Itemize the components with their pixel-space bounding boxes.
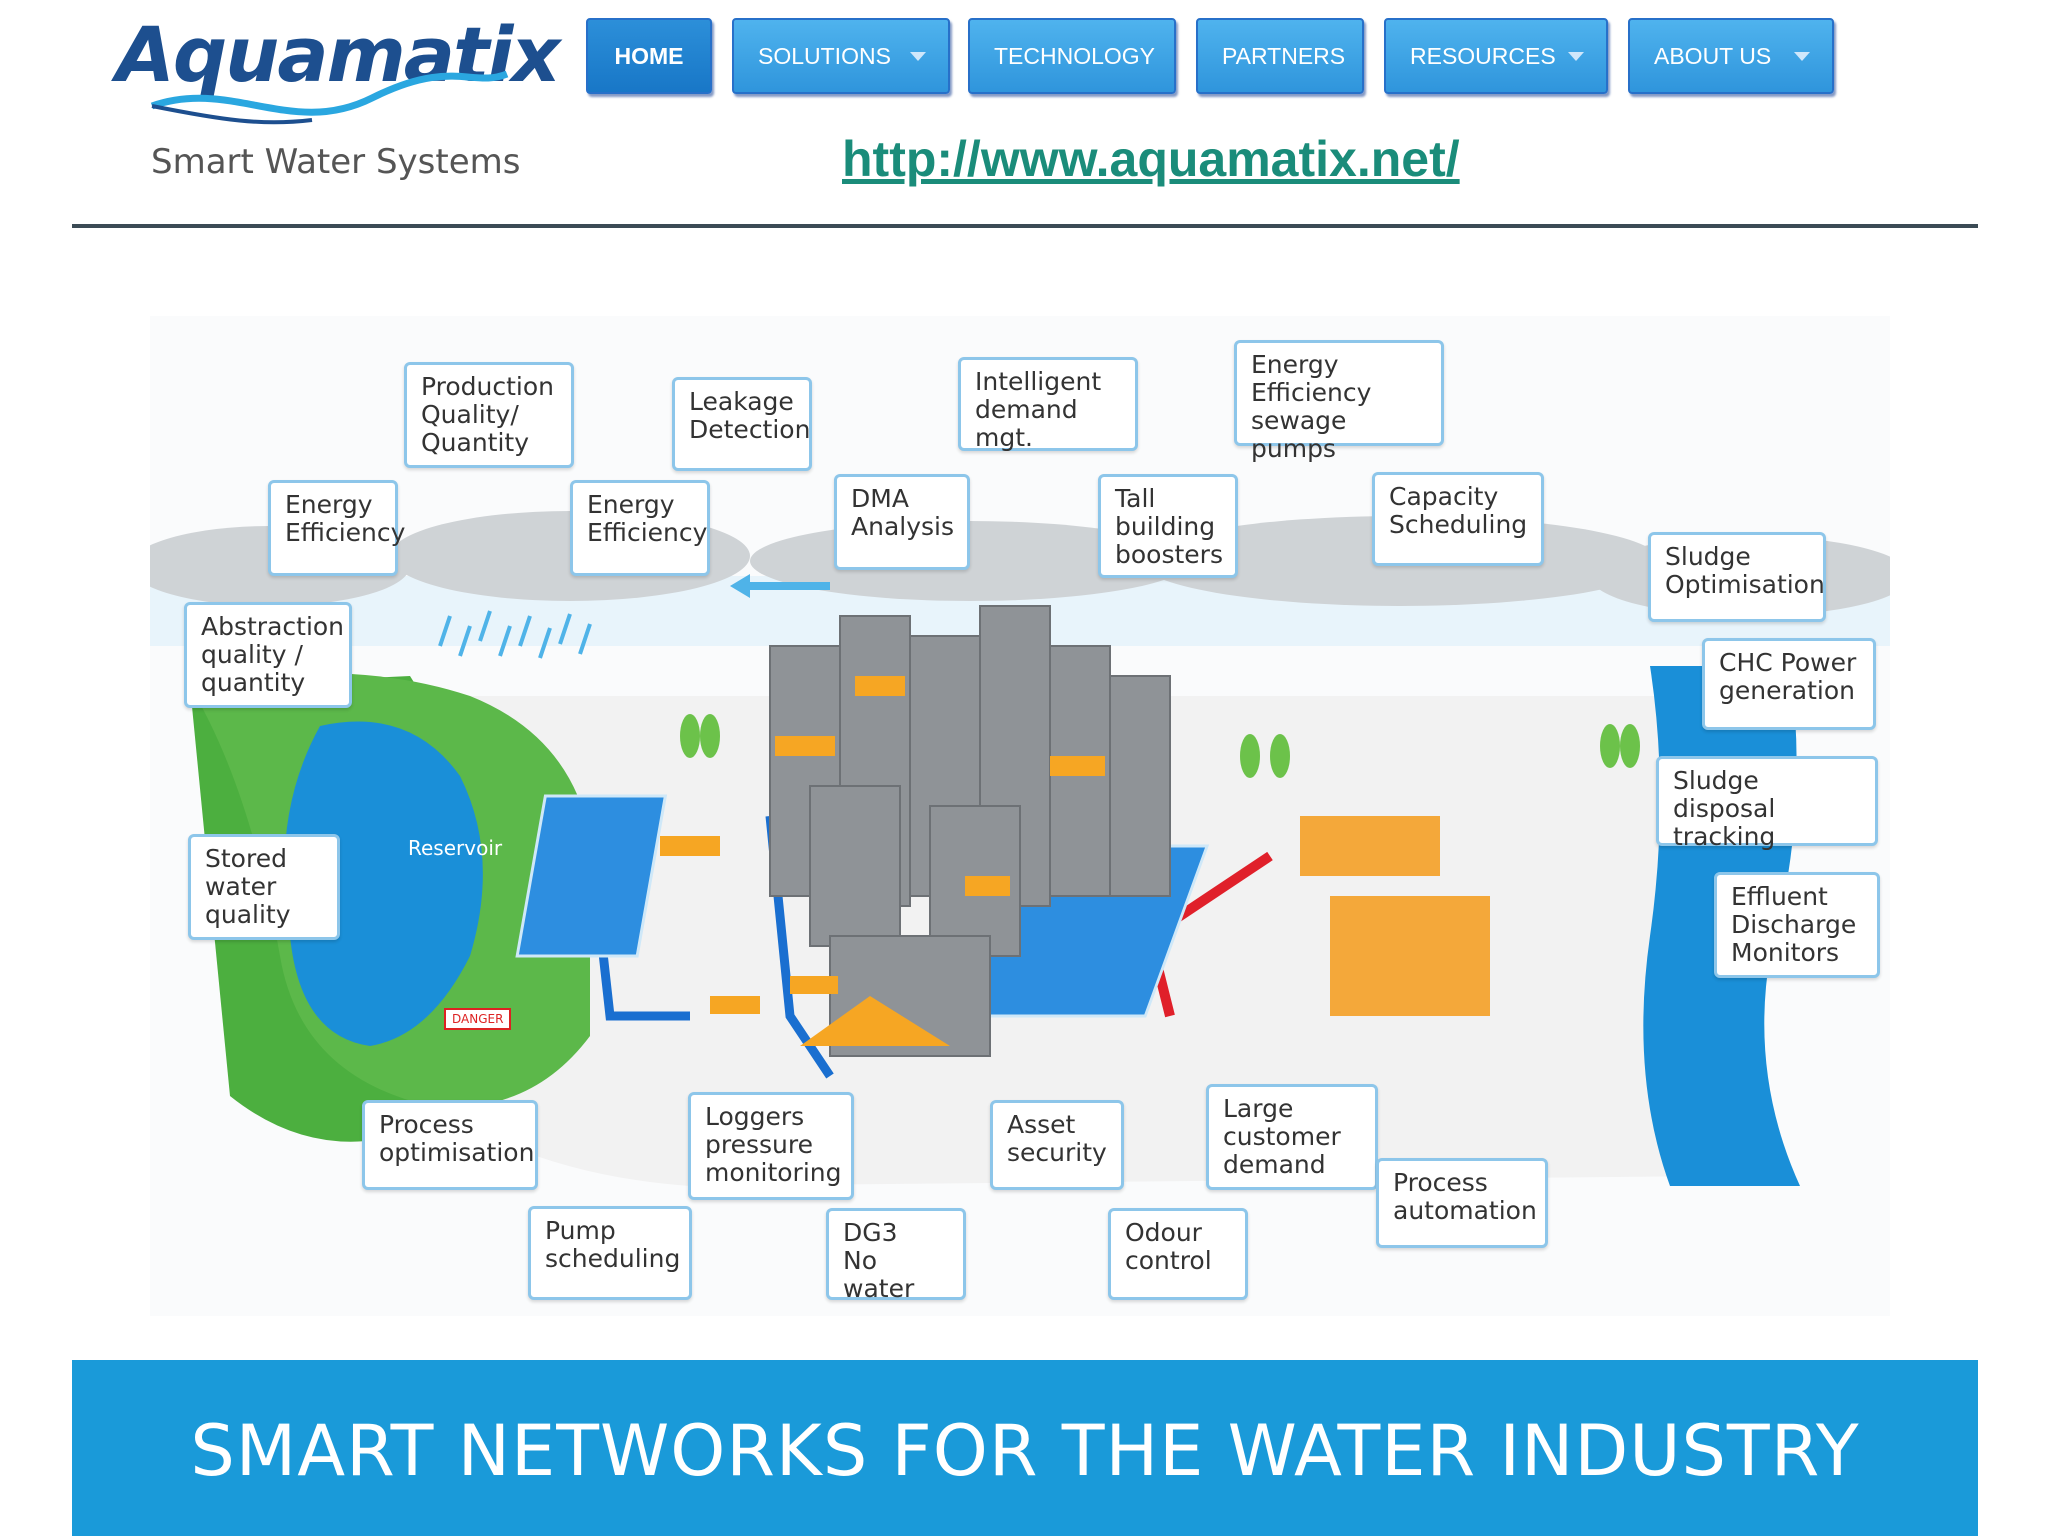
callout-sludge-optimisation: Sludge Optimisation <box>1648 532 1826 622</box>
callout-odour-control: Odour control <box>1108 1208 1248 1300</box>
callout-leakage-detection: Leakage Detection <box>672 377 812 471</box>
nav-technology-label: TECHNOLOGY <box>994 42 1156 69</box>
callout-effluent-discharge-monitors: Effluent Discharge Monitors <box>1714 872 1880 978</box>
callout-production-quality: Production Quality/ Quantity <box>404 362 574 468</box>
nav-resources[interactable]: RESOURCES <box>1384 18 1608 94</box>
callout-energy-efficiency-sewage-pumps: Energy Efficiency sewage pumps <box>1234 340 1444 463</box>
site-url-link[interactable]: http://www.aquamatix.net/ <box>842 131 1460 187</box>
nav-home-label: HOME <box>614 42 684 69</box>
header-divider <box>72 224 1978 228</box>
reservoir-label: Reservoir <box>408 836 503 860</box>
smart-water-network-illustration: Reservoir DANGER Production Quality/ Qua… <box>130 316 1910 1316</box>
nav-resources-label: RESOURCES <box>1410 42 1556 69</box>
callout-tall-building-boosters: Tall building boosters <box>1098 474 1238 578</box>
chevron-down-icon <box>1794 52 1810 61</box>
brand-logo[interactable]: Aquamatix <box>112 8 560 125</box>
callout-chc-power-generation: CHC Power generation <box>1702 638 1876 730</box>
callout-capacity-scheduling: Capacity Scheduling <box>1372 472 1544 566</box>
callout-large-customer-demand: Large customer demand <box>1206 1084 1378 1190</box>
callout-loggers-pressure-monitoring: Loggers pressure monitoring <box>688 1092 854 1200</box>
logo-wave-icon <box>150 70 509 125</box>
chevron-down-icon <box>1568 52 1584 61</box>
danger-sign: DANGER <box>444 1008 512 1030</box>
callout-pump-scheduling: Pump scheduling <box>528 1206 692 1300</box>
nav-technology[interactable]: TECHNOLOGY <box>968 18 1176 94</box>
nav-about-us-label: ABOUT US <box>1654 42 1772 69</box>
nav-home[interactable]: HOME <box>586 18 712 94</box>
nav-about-us[interactable]: ABOUT US <box>1628 18 1834 94</box>
callout-energy-efficiency-left: Energy Efficiency <box>268 480 405 576</box>
callout-dma-analysis: DMA Analysis <box>834 474 970 570</box>
callout-dg3-no-water: DG3 No water <box>826 1208 966 1303</box>
callout-process-automation: Process automation <box>1376 1158 1548 1248</box>
callout-intelligent-demand: Intelligent demand mgt. <box>958 357 1138 452</box>
banner-heading: SMART NETWORKS FOR THE WATER INDUSTRY <box>190 1410 1860 1492</box>
nav-solutions[interactable]: SOLUTIONS <box>732 18 950 94</box>
logo-wordmark: Aquamatix <box>116 10 560 99</box>
nav-partners[interactable]: PARTNERS <box>1196 18 1364 94</box>
brand-tagline: Smart Water Systems <box>151 142 521 182</box>
callout-abstraction-quality: Abstraction quality / quantity <box>184 602 352 708</box>
callout-stored-water-quality: Stored water quality <box>188 834 340 940</box>
nav-solutions-label: SOLUTIONS <box>758 42 891 69</box>
callout-asset-security: Asset security <box>990 1100 1124 1190</box>
callout-sludge-disposal-tracking: Sludge disposal tracking <box>1656 756 1878 851</box>
chevron-down-icon <box>910 52 926 61</box>
hero-banner: SMART NETWORKS FOR THE WATER INDUSTRY <box>72 1360 1978 1536</box>
callout-energy-efficiency-mid: Energy Efficiency <box>570 480 710 576</box>
network-scene-graphic <box>130 316 1910 1316</box>
callout-process-optimisation: Process optimisation <box>362 1100 538 1190</box>
nav-partners-label: PARTNERS <box>1222 42 1346 69</box>
